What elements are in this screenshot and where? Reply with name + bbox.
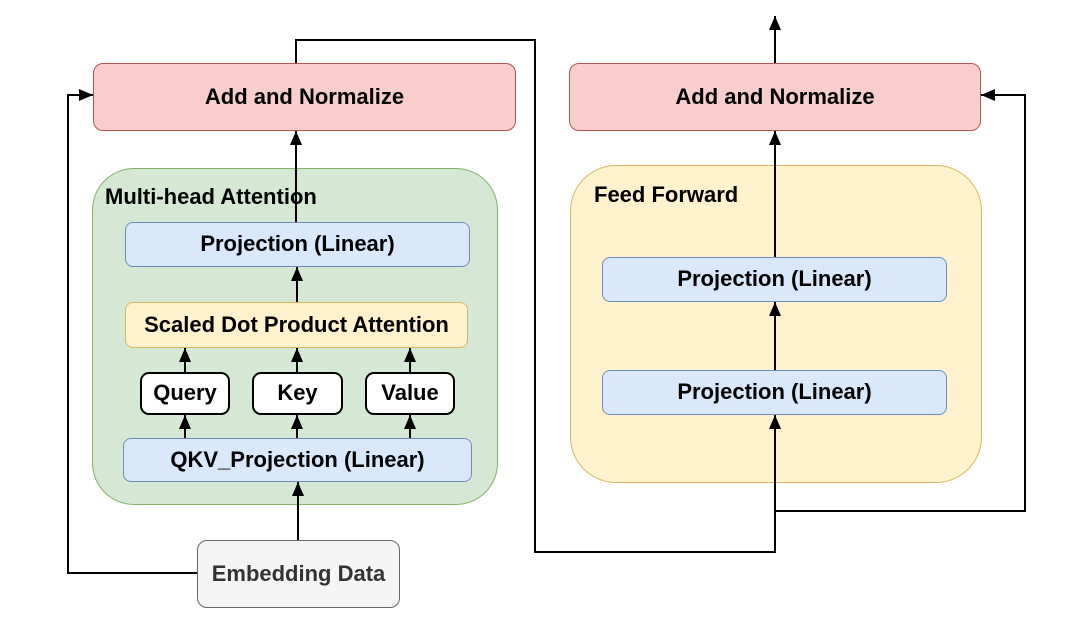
feed-forward-title: Feed Forward [594,182,739,207]
add-and-normalize-left-node: Add and Normalize [93,63,516,131]
query-node: Query [140,372,230,415]
multi-head-attention-title: Multi-head Attention [105,184,317,209]
embedding-data-node: Embedding Data [197,540,400,608]
feed-forward-container [570,165,982,483]
scaled-dot-product-attention-node: Scaled Dot Product Attention [125,302,468,348]
ff-projection-linear-upper-node: Projection (Linear) [602,257,947,302]
add-and-normalize-right-node: Add and Normalize [569,63,981,131]
mha-projection-linear-node: Projection (Linear) [125,222,470,267]
key-node: Key [252,372,343,415]
value-node: Value [365,372,455,415]
ff-projection-linear-lower-node: Projection (Linear) [602,370,947,415]
qkv-projection-linear-node: QKV_Projection (Linear) [123,438,472,482]
